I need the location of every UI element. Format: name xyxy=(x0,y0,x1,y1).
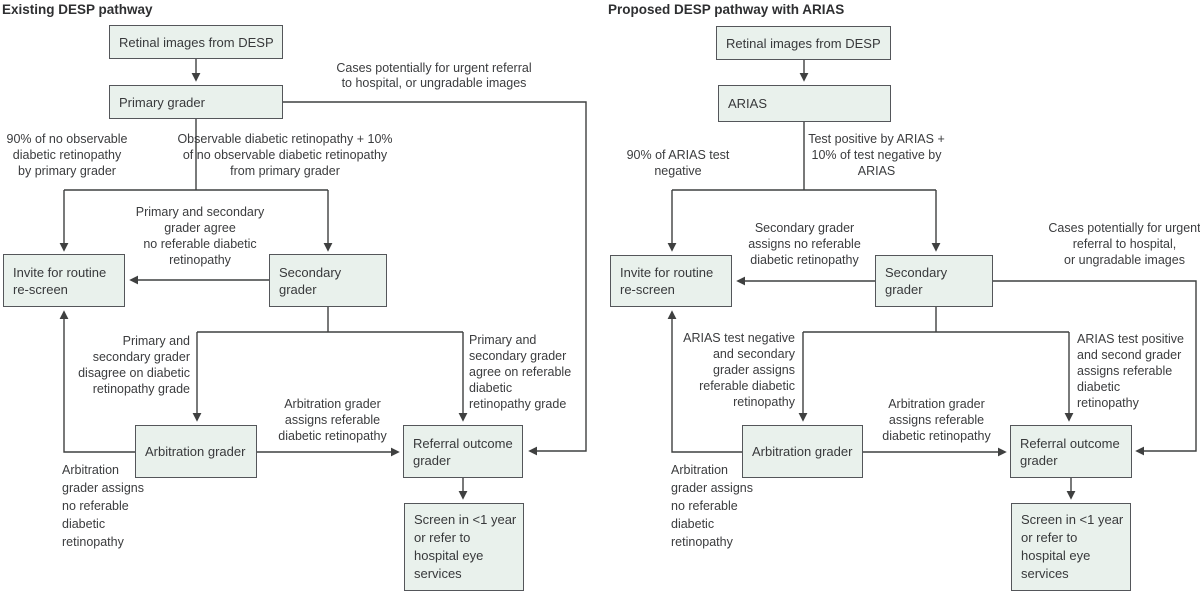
node-primary-grader: Primary grader xyxy=(109,85,283,119)
label-disagree-grade: Primary and secondary grader disagree on… xyxy=(78,334,190,396)
label-secondary-no-referable: Secondary grader assigns no referable di… xyxy=(748,221,861,267)
label-arb-assigns-no-referable-right: Arbitration grader assigns no referable … xyxy=(671,463,753,549)
node-arias: ARIAS xyxy=(718,85,891,122)
node-invite-rescreen-left: Invite for routine re-screen xyxy=(3,254,125,307)
label-urgent-referral-left: Cases potentially for urgent referral to… xyxy=(336,61,532,90)
node-referral-outcome-left: Referral outcome grader xyxy=(403,425,523,478)
left-panel-title: Existing DESP pathway xyxy=(2,2,153,17)
label-agree-no-referable: Primary and secondary grader agree no re… xyxy=(135,205,265,267)
right-panel-title: Proposed DESP pathway with ARIAS xyxy=(608,2,845,17)
label-observable-10pct: Observable diabetic retinopathy + 10% of… xyxy=(177,132,393,178)
label-arias-positive-referable: ARIAS test positive and second grader as… xyxy=(1077,332,1184,410)
label-arb-assigns-no-referable-left: Arbitration grader assigns no referable … xyxy=(62,463,144,549)
label-agree-referable: Primary and secondary grader agree on re… xyxy=(469,333,572,411)
node-invite-rescreen-right: Invite for routine re-screen xyxy=(610,255,732,307)
label-arias-negative-referable: ARIAS test negative and secondary grader… xyxy=(683,331,795,409)
label-arb-assigns-referable-left: Arbitration grader assigns referable dia… xyxy=(278,397,387,443)
node-arbitration-grader-right: Arbitration grader xyxy=(742,425,863,478)
node-secondary-grader-left: Secondary grader xyxy=(269,254,387,307)
label-test-positive: Test positive by ARIAS + 10% of test neg… xyxy=(808,132,945,178)
node-secondary-grader-right: Secondary grader xyxy=(875,255,993,307)
node-referral-outcome-right: Referral outcome grader xyxy=(1010,425,1132,478)
node-retinal-images-left: Retinal images from DESP xyxy=(109,25,283,59)
node-arbitration-grader-left: Arbitration grader xyxy=(135,425,257,478)
label-90pct-left: 90% of no observable diabetic retinopath… xyxy=(6,132,128,178)
label-urgent-referral-right: Cases potentially for urgent referral to… xyxy=(1048,221,1200,267)
label-90pct-right: 90% of ARIAS test negative xyxy=(626,148,730,178)
node-screen-outcome-right: Screen in <1 year or refer to hospital e… xyxy=(1011,503,1131,591)
label-arb-assigns-referable-right: Arbitration grader assigns referable dia… xyxy=(882,397,991,443)
node-retinal-images-right: Retinal images from DESP xyxy=(716,26,891,60)
node-screen-outcome-left: Screen in <1 year or refer to hospital e… xyxy=(404,503,524,591)
